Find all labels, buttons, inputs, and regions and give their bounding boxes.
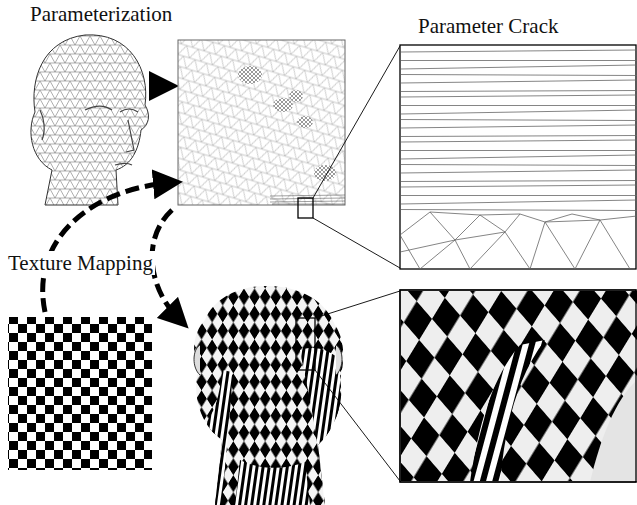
figure-label: Parameterization bbox=[28, 2, 174, 26]
zoom-label: Parameter Crack bbox=[416, 14, 561, 38]
figure-label: Texture Mapping bbox=[6, 251, 155, 275]
